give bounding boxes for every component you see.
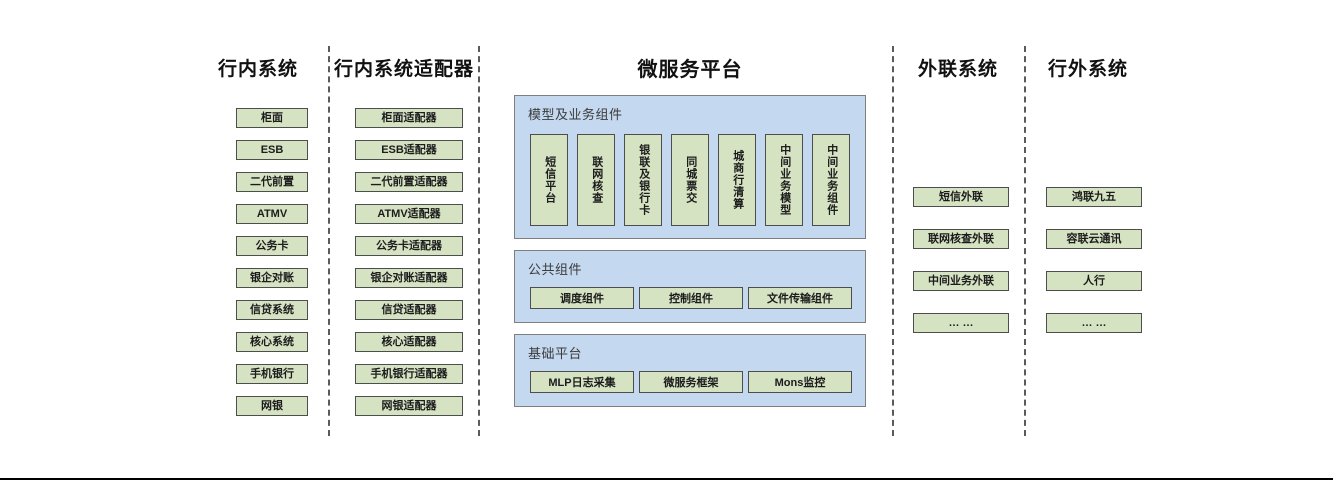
node-inner-system-adapter[interactable]: 二代前置适配器 — [355, 172, 463, 192]
node-model-component[interactable]: 中间业务模型 — [765, 134, 803, 226]
node-inner-system[interactable]: 银企对账 — [236, 268, 308, 288]
node-public-component[interactable]: 控制组件 — [639, 287, 743, 309]
node-inner-system-adapter[interactable]: 信贷适配器 — [355, 300, 463, 320]
node-inner-system-adapter[interactable]: ESB适配器 — [355, 140, 463, 160]
column-title-inner-system-adapters: 行内系统适配器 — [333, 59, 474, 80]
node-inner-system-adapter[interactable]: 柜面适配器 — [355, 108, 463, 128]
column-divider-2 — [478, 46, 480, 436]
node-inner-system[interactable]: 公务卡 — [236, 236, 308, 256]
node-model-component[interactable]: 银联及银行卡 — [624, 134, 662, 226]
panel-title-public-components: 公共组件 — [528, 262, 583, 277]
node-external-link-system[interactable]: 短信外联 — [913, 187, 1009, 207]
panel-title-model-business-components: 模型及业务组件 — [528, 107, 623, 122]
column-divider-4 — [1024, 46, 1026, 436]
node-public-component[interactable]: 文件传输组件 — [748, 287, 852, 309]
node-outside-system-more[interactable]: … … — [1046, 313, 1142, 333]
node-inner-system[interactable]: 柜面 — [236, 108, 308, 128]
node-base-platform-component[interactable]: Mons监控 — [748, 371, 852, 393]
node-inner-system-adapter[interactable]: ATMV适配器 — [355, 204, 463, 224]
panel-public-components: 公共组件 调度组件 控制组件 文件传输组件 — [514, 250, 866, 323]
node-inner-system-adapter[interactable]: 银企对账适配器 — [355, 268, 463, 288]
node-label: 城商行清算 — [731, 150, 744, 210]
node-label: 同城票交 — [684, 156, 697, 204]
column-list-inner-system-adapters: 柜面适配器 ESB适配器 二代前置适配器 ATMV适配器 公务卡适配器 银企对账… — [355, 108, 463, 416]
node-inner-system-adapter[interactable]: 公务卡适配器 — [355, 236, 463, 256]
node-inner-system[interactable]: ATMV — [236, 204, 308, 224]
node-outside-system[interactable]: 鸿联九五 — [1046, 187, 1142, 207]
column-title-external-link-systems: 外联系统 — [917, 59, 998, 80]
node-inner-system[interactable]: 网银 — [236, 396, 308, 416]
column-title-microservice-platform: 微服务平台 — [637, 59, 743, 81]
column-list-inner-systems: 柜面 ESB 二代前置 ATMV 公务卡 银企对账 信贷系统 核心系统 手机银行… — [236, 108, 308, 416]
node-inner-system-adapter[interactable]: 手机银行适配器 — [355, 364, 463, 384]
node-external-link-system[interactable]: 联网核查外联 — [913, 229, 1009, 249]
node-base-platform-component[interactable]: MLP日志采集 — [530, 371, 634, 393]
node-model-component[interactable]: 城商行清算 — [718, 134, 756, 226]
node-model-component[interactable]: 中间业务组件 — [812, 134, 850, 226]
node-inner-system-adapter[interactable]: 核心适配器 — [355, 332, 463, 352]
node-inner-system[interactable]: 信贷系统 — [236, 300, 308, 320]
node-inner-system[interactable]: 核心系统 — [236, 332, 308, 352]
node-model-component[interactable]: 短信平台 — [530, 134, 568, 226]
node-outside-system[interactable]: 容联云通讯 — [1046, 229, 1142, 249]
node-label: 联网核查 — [590, 156, 603, 204]
panel-model-business-components: 模型及业务组件 短信平台 联网核查 银联及银行卡 同城票交 城商行清算 中间业务… — [514, 95, 866, 239]
node-inner-system[interactable]: ESB — [236, 140, 308, 160]
panel-base-platform: 基础平台 MLP日志采集 微服务框架 Mons监控 — [514, 334, 866, 407]
node-outside-system[interactable]: 人行 — [1046, 271, 1142, 291]
column-title-inner-systems: 行内系统 — [217, 59, 298, 80]
column-divider-3 — [892, 46, 894, 436]
column-title-outside-systems: 行外系统 — [1047, 59, 1128, 80]
node-label: 中间业务模型 — [778, 144, 791, 216]
bottom-divider-rule — [0, 478, 1333, 480]
node-label: 短信平台 — [543, 156, 556, 204]
node-base-platform-component[interactable]: 微服务框架 — [639, 371, 743, 393]
node-inner-system[interactable]: 手机银行 — [236, 364, 308, 384]
node-label: 中间业务组件 — [825, 144, 838, 216]
column-divider-1 — [328, 46, 330, 436]
node-model-component[interactable]: 同城票交 — [671, 134, 709, 226]
node-label: 银联及银行卡 — [637, 144, 650, 216]
node-inner-system[interactable]: 二代前置 — [236, 172, 308, 192]
node-inner-system-adapter[interactable]: 网银适配器 — [355, 396, 463, 416]
node-public-component[interactable]: 调度组件 — [530, 287, 634, 309]
node-external-link-system[interactable]: 中间业务外联 — [913, 271, 1009, 291]
column-list-external-link-systems: 短信外联 联网核查外联 中间业务外联 … … — [913, 187, 1009, 333]
node-external-link-system-more[interactable]: … … — [913, 313, 1009, 333]
column-list-outside-systems: 鸿联九五 容联云通讯 人行 … … — [1046, 187, 1142, 333]
panel-title-base-platform: 基础平台 — [528, 346, 583, 361]
node-model-component[interactable]: 联网核查 — [577, 134, 615, 226]
